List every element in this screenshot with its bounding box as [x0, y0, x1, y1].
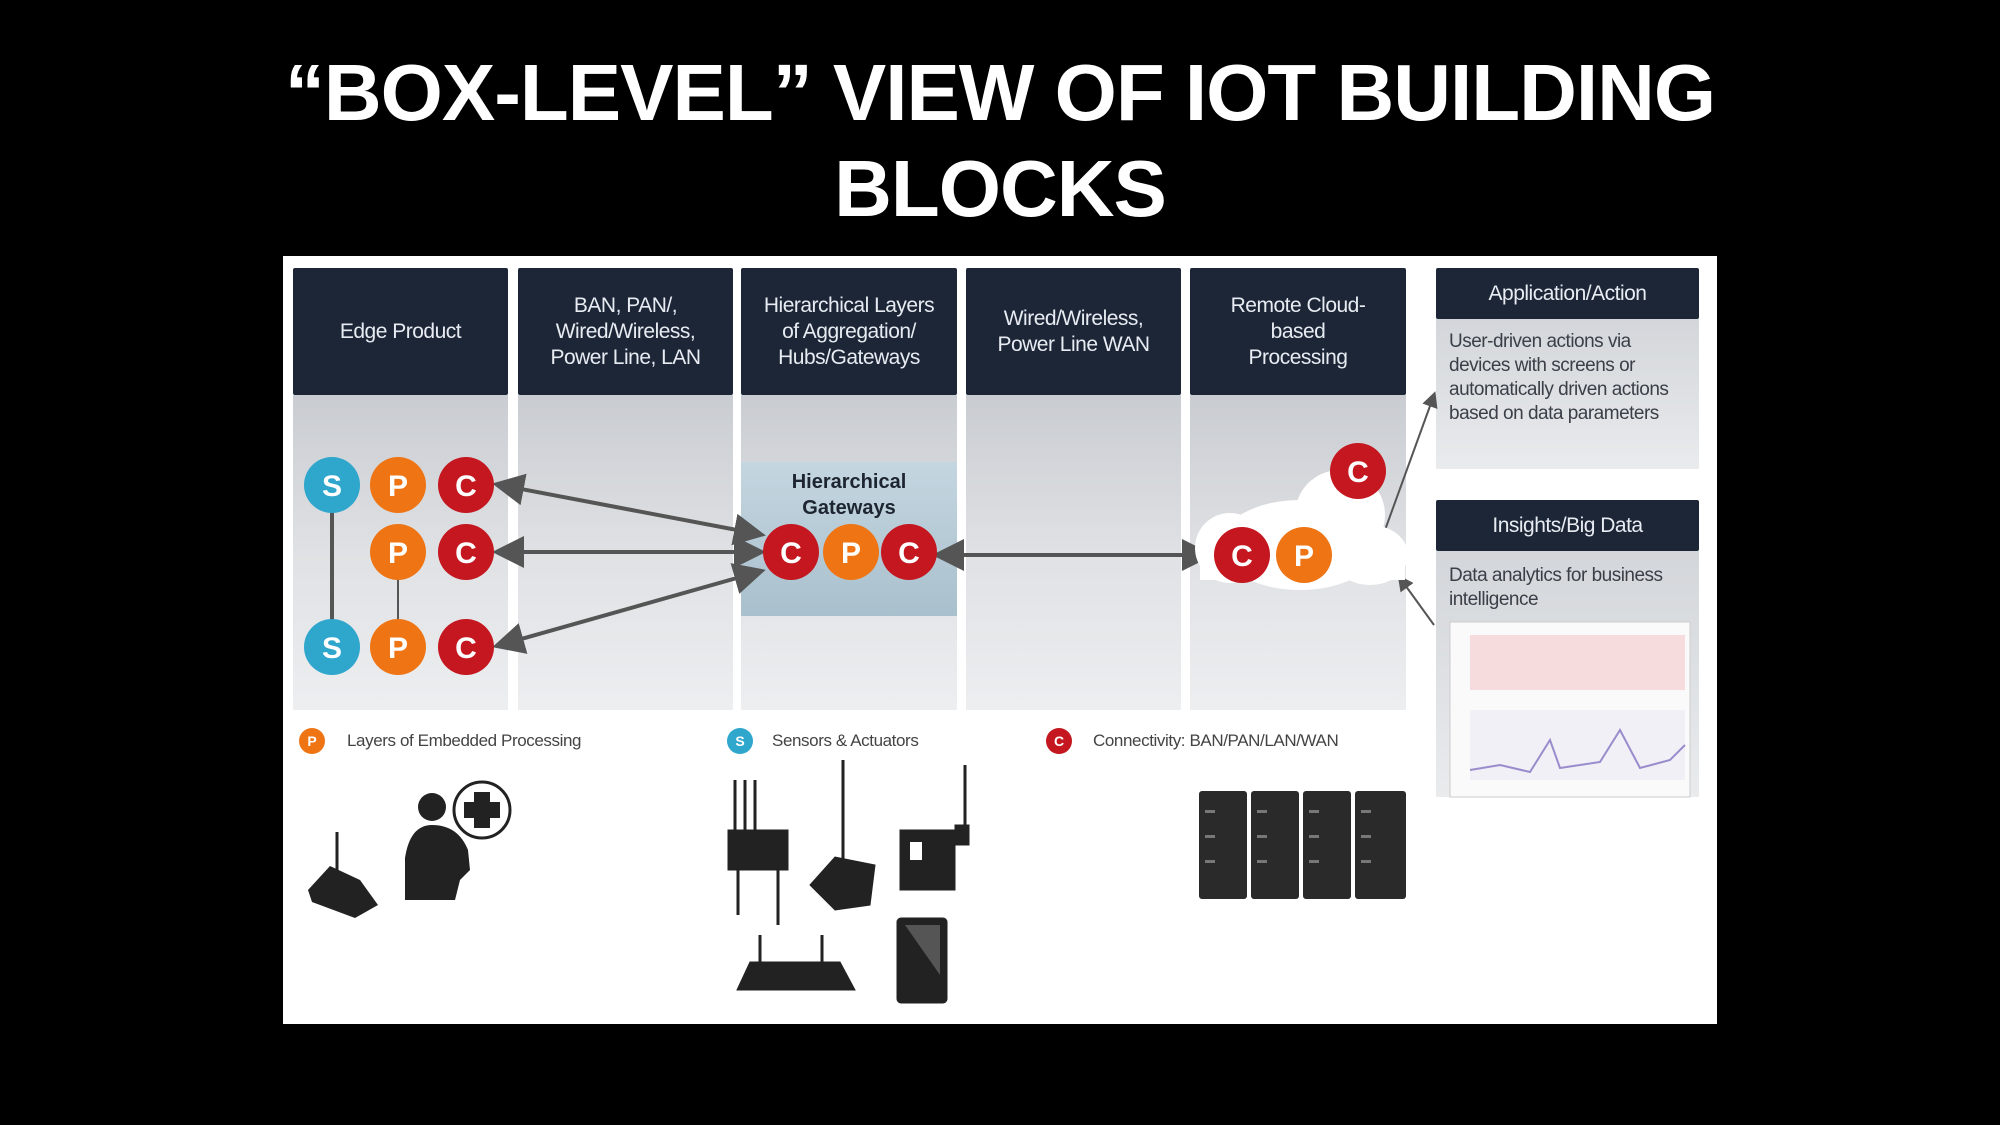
node-letter: C — [1231, 540, 1253, 573]
legend-letter: S — [735, 733, 744, 749]
legend-processing: Layers of Embedded Processing — [347, 731, 582, 750]
outdoor-gateway-icon — [727, 780, 789, 925]
connectivity-node — [438, 457, 494, 513]
column-header-edge-product: Edge Product — [293, 268, 508, 395]
node-letter: P — [388, 632, 408, 665]
server-rack-icon — [1199, 791, 1406, 899]
connectivity-node — [763, 524, 819, 580]
connectivity-node — [1214, 527, 1270, 583]
node-letter: C — [455, 632, 477, 665]
sensor-node — [304, 457, 360, 513]
processing-node — [370, 524, 426, 580]
processing-node — [1276, 527, 1332, 583]
legend-sensors: Sensors & Actuators — [772, 731, 919, 750]
connectivity-node — [881, 524, 937, 580]
insights-panel-title: Insights/Big Data — [1436, 500, 1699, 551]
column-header-gateways: Hierarchical Layers of Aggregation/ Hubs… — [741, 268, 957, 395]
router-icon — [736, 935, 856, 991]
person-health-icon — [405, 780, 512, 900]
application-panel-body: User-driven actions via devices with scr… — [1449, 331, 1669, 424]
connectivity-node — [438, 524, 494, 580]
node-letter: P — [388, 470, 408, 503]
connectivity-node — [438, 619, 494, 675]
node-circles: S P C P C S P C C P C C C P — [304, 443, 1386, 675]
node-letter: C — [898, 537, 920, 570]
slide-title-line2: BLOCKS — [834, 144, 1167, 233]
legend-letter: C — [1054, 733, 1064, 749]
slide-title-line1: “BOX-LEVEL” VIEW OF IOT BUILDING — [284, 48, 1716, 137]
wireless-sensor-icon — [809, 760, 876, 911]
column-body — [966, 395, 1181, 710]
processing-node — [370, 619, 426, 675]
connectivity-node — [1330, 443, 1386, 499]
node-letter: C — [455, 470, 477, 503]
legend-markers: P S C — [299, 728, 1072, 754]
edge-device-icons — [308, 780, 512, 918]
column-header-cloud: Remote Cloud-based Processing — [1190, 268, 1406, 395]
node-letter: P — [1294, 540, 1314, 573]
legend-letter: P — [307, 733, 316, 749]
insights-panel-body: Data analytics for business intelligence — [1449, 565, 1663, 610]
node-letter: P — [841, 537, 861, 570]
processing-node — [370, 457, 426, 513]
wall-gateway-icon — [899, 765, 970, 891]
column-header-lan: BAN, PAN/, Wired/Wireless, Power Line, L… — [518, 268, 733, 395]
node-letter: C — [780, 537, 802, 570]
application-panel-title: Application/Action — [1436, 268, 1699, 319]
hub-device-icon — [308, 832, 378, 918]
sensor-node — [304, 619, 360, 675]
processing-node — [823, 524, 879, 580]
column-header-wan: Wired/Wireless, Power Line WAN — [966, 268, 1181, 395]
analytics-chart-thumbnail — [1449, 621, 1691, 798]
node-letter: C — [455, 537, 477, 570]
node-letter: C — [1347, 456, 1369, 489]
gateway-device-icons — [727, 760, 970, 1004]
mobile-phone-icon — [896, 917, 948, 1004]
gateway-label: Hierarchical Gateways — [791, 471, 907, 519]
application-panel-bg — [1436, 319, 1699, 469]
node-letter: S — [322, 470, 342, 503]
node-letter: S — [322, 632, 342, 665]
legend-connectivity: Connectivity: BAN/PAN/LAN/WAN — [1093, 731, 1339, 750]
node-letter: P — [388, 537, 408, 570]
connection-lines — [330, 391, 1438, 654]
